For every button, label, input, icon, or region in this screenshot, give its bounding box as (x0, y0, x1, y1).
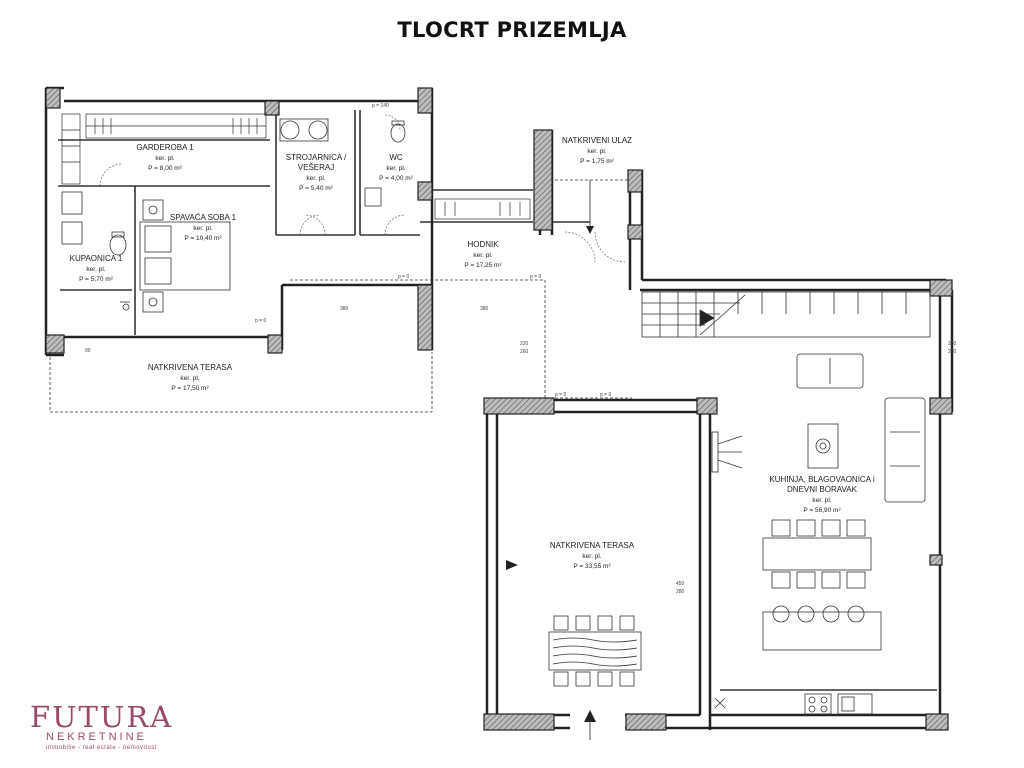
bed (139, 199, 231, 313)
svg-text:P = 1,75 m²: P = 1,75 m² (580, 158, 614, 165)
svg-text:ker. pl.: ker. pl. (812, 497, 831, 504)
svg-text:ker. pl.: ker. pl. (86, 266, 105, 273)
label-terasa2: NATKRIVENA TERASA ker. pl. P = 33,55 m² (550, 541, 635, 570)
svg-text:ker. pl.: ker. pl. (155, 155, 174, 162)
svg-text:220: 220 (520, 341, 529, 347)
door-swings (99, 114, 626, 263)
svg-text:ker. pl.: ker. pl. (306, 175, 325, 182)
svg-text:DNEVNI BORAVAK: DNEVNI BORAVAK (787, 485, 858, 494)
svg-text:P = 4,00 m²: P = 4,00 m² (379, 175, 413, 182)
svg-text:KUPAONICA 1: KUPAONICA 1 (70, 254, 123, 263)
svg-text:P = 5,70 m²: P = 5,70 m² (79, 276, 113, 283)
entry-arrows (506, 180, 596, 740)
svg-text:p = 0: p = 0 (600, 392, 611, 398)
label-hodnik: HODNIK ker. pl. P = 17,25 m² (464, 240, 502, 269)
terrace-table (548, 615, 642, 687)
logo-tagline: immobilie - real estate - nemovitost (46, 745, 158, 751)
staircase (641, 291, 931, 338)
dimension-marks: p = 140 p = 0 p = 0 p = 0 p = 0 p = 0 38… (85, 103, 957, 595)
svg-text:280: 280 (676, 589, 685, 595)
logo-subtitle: NEKRETNINE (46, 731, 147, 743)
pillars (45, 87, 953, 731)
label-kuhinja: KUHINJA, BLAGOVAONICA i DNEVNI BORAVAK k… (769, 475, 874, 514)
svg-text:p = 0: p = 0 (555, 392, 566, 398)
svg-text:P = 56,90 m²: P = 56,90 m² (803, 507, 841, 514)
svg-text:90: 90 (85, 348, 91, 354)
svg-text:ker. pl.: ker. pl. (386, 165, 405, 172)
label-strojarnica: STROJARNICA / VEŠERAJ ker. pl. P = 5,40 … (286, 153, 347, 192)
svg-text:P = 10,40 m²: P = 10,40 m² (184, 235, 222, 242)
svg-text:NATKRIVENI ULAZ: NATKRIVENI ULAZ (562, 136, 632, 145)
sanitary (61, 118, 406, 311)
svg-text:P = 17,25 m²: P = 17,25 m² (464, 262, 502, 269)
svg-text:260: 260 (520, 349, 529, 355)
svg-text:P = 8,00 m²: P = 8,00 m² (148, 165, 182, 172)
label-spavaca: SPAVAĆA SOBA 1 ker. pl. P = 10,40 m² (170, 213, 237, 242)
label-wc: WC ker. pl. P = 4,00 m² (379, 153, 413, 182)
svg-text:380: 380 (340, 306, 349, 312)
svg-text:p = 0: p = 0 (255, 318, 266, 324)
svg-text:WC: WC (389, 153, 403, 162)
svg-text:280: 280 (948, 349, 957, 355)
svg-text:P = 5,40 m²: P = 5,40 m² (299, 185, 333, 192)
svg-text:ker. pl.: ker. pl. (587, 148, 606, 155)
svg-text:STROJARNICA /: STROJARNICA / (286, 153, 347, 162)
svg-text:ker. pl.: ker. pl. (180, 375, 199, 382)
svg-text:p = 140: p = 140 (372, 103, 389, 109)
label-terasa1: NATKRIVENA TERASA ker. pl. P = 17,50 m² (148, 363, 233, 392)
svg-text:p = 0: p = 0 (530, 274, 541, 280)
label-kupaonica: KUPAONICA 1 ker. pl. P = 5,70 m² (70, 254, 123, 283)
room-labels: GARDEROBA 1 ker. pl. P = 8,00 m² STROJAR… (70, 136, 875, 570)
svg-text:VEŠERAJ: VEŠERAJ (298, 163, 334, 172)
wardrobe (61, 113, 531, 220)
svg-text:ker. pl.: ker. pl. (193, 225, 212, 232)
svg-text:P = 33,55 m²: P = 33,55 m² (573, 563, 611, 570)
dashed-outlines (49, 179, 632, 413)
svg-text:ker. pl.: ker. pl. (473, 252, 492, 259)
futura-logo: FUTURA NEKRETNINE immobilie - real estat… (22, 700, 192, 755)
svg-text:KUHINJA, BLAGOVAONICA i: KUHINJA, BLAGOVAONICA i (769, 475, 874, 484)
living-furniture (711, 353, 926, 715)
logo-wordmark: FUTURA (30, 700, 174, 734)
svg-text:SPAVAĆA SOBA 1: SPAVAĆA SOBA 1 (170, 213, 237, 222)
label-garderoba: GARDEROBA 1 ker. pl. P = 8,00 m² (136, 143, 194, 172)
svg-text:230: 230 (948, 341, 957, 347)
svg-text:450: 450 (676, 581, 685, 587)
svg-text:ker. pl.: ker. pl. (582, 553, 601, 560)
svg-text:NATKRIVENA TERASA: NATKRIVENA TERASA (550, 541, 635, 550)
svg-text:P = 17,50 m²: P = 17,50 m² (171, 385, 209, 392)
svg-text:HODNIK: HODNIK (467, 240, 499, 249)
svg-text:380: 380 (480, 306, 489, 312)
svg-text:GARDEROBA 1: GARDEROBA 1 (136, 143, 194, 152)
svg-text:NATKRIVENA TERASA: NATKRIVENA TERASA (148, 363, 233, 372)
svg-text:p = 0: p = 0 (398, 274, 409, 280)
label-ulaz: NATKRIVENI ULAZ ker. pl. P = 1,75 m² (562, 136, 632, 165)
partitions (58, 105, 937, 691)
plan-title: TLOCRT PRIZEMLJA (397, 18, 627, 42)
